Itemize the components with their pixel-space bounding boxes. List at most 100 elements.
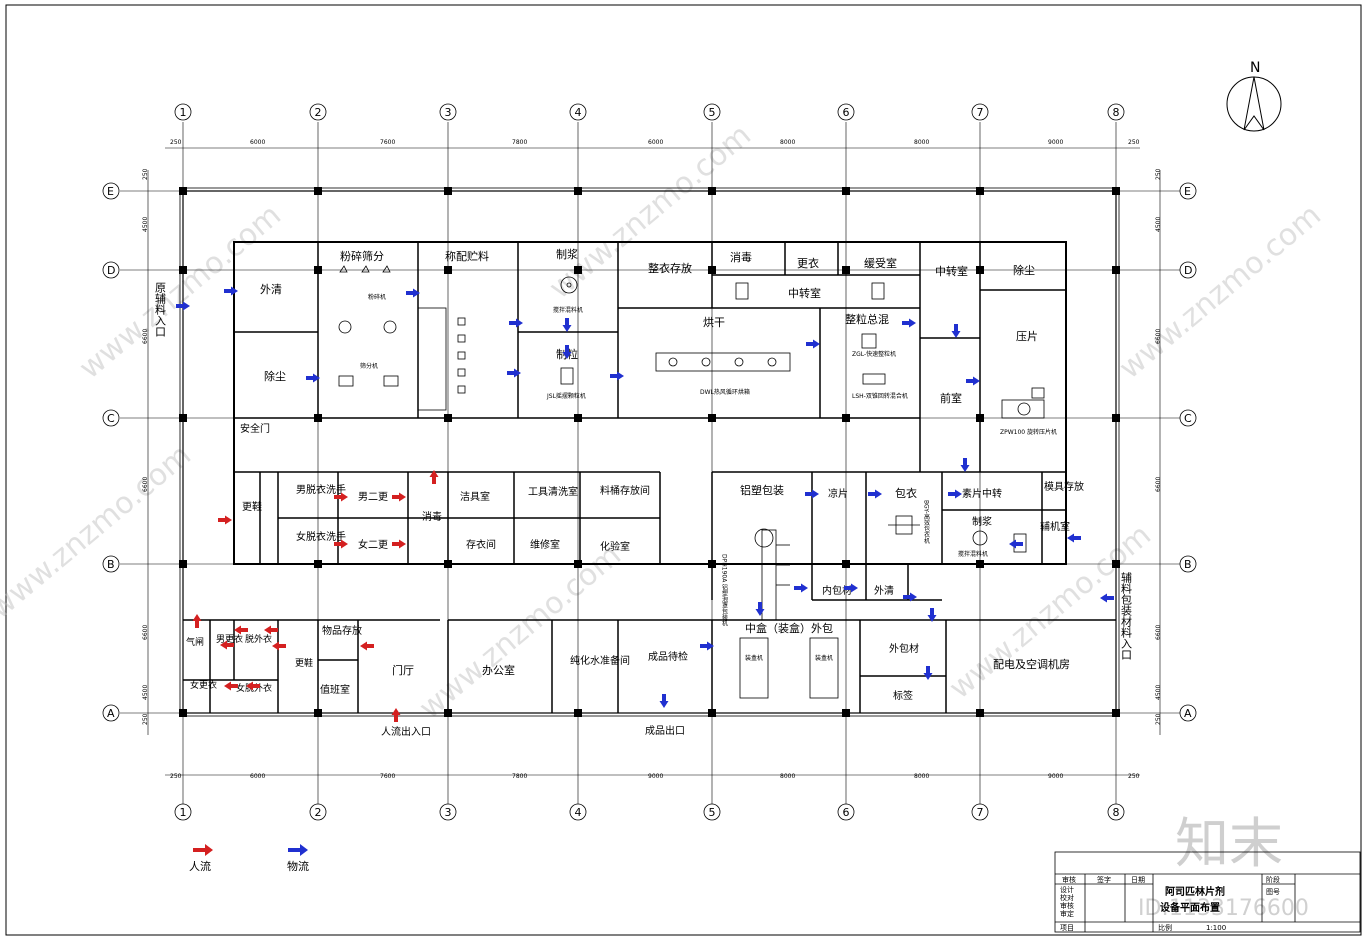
axis-bubble-row: D xyxy=(102,261,120,279)
axis-bubble-col: 3 xyxy=(439,803,457,821)
dim-side-right: 250 xyxy=(1155,168,1162,180)
tablet-press-icon xyxy=(1001,387,1045,419)
axis-col-label: 3 xyxy=(445,106,452,119)
svg-text:男二更: 男二更 xyxy=(358,491,388,503)
mixer-icon xyxy=(862,373,886,385)
svg-text:日期: 日期 xyxy=(1131,876,1145,884)
svg-text:审核: 审核 xyxy=(1062,875,1076,884)
material-flow-arrow-icon xyxy=(948,489,962,499)
svg-text:设计: 设计 xyxy=(1060,885,1074,894)
svg-text:设备平面布置: 设备平面布置 xyxy=(1160,901,1220,914)
svg-text:物品存放: 物品存放 xyxy=(322,624,362,637)
column xyxy=(179,266,187,274)
axis-col-label: 5 xyxy=(709,106,716,119)
svg-text:凉片: 凉片 xyxy=(828,487,848,500)
column xyxy=(842,187,850,195)
svg-text:铝塑包装: 铝塑包装 xyxy=(740,483,784,497)
svg-text:内包材: 内包材 xyxy=(822,584,852,597)
column xyxy=(976,414,984,422)
material-flow-arrow-icon xyxy=(902,318,916,328)
dim-bottom: 250 xyxy=(170,773,182,780)
person-flow-arrow-icon xyxy=(192,614,202,628)
svg-text:纯化水准备间: 纯化水准备间 xyxy=(570,654,630,667)
column xyxy=(708,266,716,274)
axis-bubble-row: B xyxy=(102,555,120,573)
axis-col-label: 7 xyxy=(977,806,984,819)
column xyxy=(976,187,984,195)
dim-side-right: 6600 xyxy=(1155,477,1162,492)
svg-text:存衣间: 存衣间 xyxy=(466,538,496,551)
dim-bottom: 8000 xyxy=(914,773,929,780)
svg-text:女脱衣洗手: 女脱衣洗手 xyxy=(296,530,346,543)
svg-text:物流: 物流 xyxy=(287,859,309,873)
column xyxy=(1112,187,1120,195)
svg-text:审核: 审核 xyxy=(1060,901,1074,910)
axis-row-label: A xyxy=(1184,707,1192,720)
svg-text:缓受室: 缓受室 xyxy=(864,256,897,270)
structural-columns xyxy=(179,187,1120,717)
svg-text:成品待检: 成品待检 xyxy=(648,650,688,663)
axis-row-label: C xyxy=(107,412,115,425)
room-labels: 外清 除尘 粉碎筛分 称配贮料 制浆 整衣存放 消毒 更衣 缓受室 中转室 中转… xyxy=(154,247,1133,738)
svg-text:JSL摇摆颗粒机: JSL摇摆颗粒机 xyxy=(546,392,586,400)
svg-text:维修室: 维修室 xyxy=(530,538,560,551)
axis-bubble-col: 6 xyxy=(837,803,855,821)
svg-text:工具清洗室: 工具清洗室 xyxy=(528,485,578,498)
person-flow-arrow-icon xyxy=(429,470,439,484)
watermark: www.znzmo.com www.znzmo.com www.znzmo.co… xyxy=(0,118,1328,921)
svg-text:装盒机: 装盒机 xyxy=(745,654,763,662)
person-flow-arrow-icon xyxy=(246,681,260,691)
north-compass: N xyxy=(1226,60,1282,132)
axis-row-label: C xyxy=(1184,412,1192,425)
material-flow-arrow-icon xyxy=(610,371,624,381)
material-flow-arrow-icon xyxy=(794,583,808,593)
person-flow-arrow-icon xyxy=(193,844,213,856)
dim-side: 6600 xyxy=(142,625,149,640)
svg-text:压片: 压片 xyxy=(1016,330,1038,343)
equipment-labels: 粉碎机 筛分机 搅拌混料机 JSL摇摆颗粒机 DWL热风循环烘箱 ZGL-快速整… xyxy=(360,293,1057,662)
axis-col-label: 4 xyxy=(575,106,582,119)
axis-bubble-row: D xyxy=(1179,261,1197,279)
column xyxy=(976,266,984,274)
axis-bubble-col: 3 xyxy=(439,103,457,121)
column xyxy=(179,709,187,717)
person-flow-arrow-icon xyxy=(224,681,238,691)
coating-machine-icon xyxy=(888,515,920,535)
svg-text:外清: 外清 xyxy=(260,283,282,296)
axis-row-label: E xyxy=(1184,185,1191,198)
dimension-lines xyxy=(147,147,1161,776)
column xyxy=(708,414,716,422)
dim-bottom: 7800 xyxy=(512,773,527,780)
svg-text:N: N xyxy=(1250,60,1260,76)
material-flow-arrow-icon xyxy=(755,602,765,616)
svg-text:制浆: 制浆 xyxy=(972,515,992,528)
cartoning-machine-icon xyxy=(739,637,839,699)
svg-text:洁具室: 洁具室 xyxy=(460,490,490,503)
svg-text:脱外衣: 脱外衣 xyxy=(245,633,272,645)
oven-icon xyxy=(655,352,791,372)
dim-top: 9000 xyxy=(1048,139,1063,146)
dim-side-right: 6600 xyxy=(1155,329,1162,344)
svg-text:www.znzmo.com: www.znzmo.com xyxy=(1113,198,1328,387)
svg-text:女二更: 女二更 xyxy=(358,538,388,551)
column xyxy=(179,414,187,422)
svg-text:气闸: 气闸 xyxy=(186,636,204,648)
column xyxy=(574,414,582,422)
material-flow-arrow-icon xyxy=(844,583,858,593)
material-flow-arrow-icon xyxy=(923,666,933,680)
axis-col-label: 6 xyxy=(843,106,850,119)
svg-text:阶段: 阶段 xyxy=(1266,875,1280,884)
svg-text:校对: 校对 xyxy=(1060,893,1074,902)
person-flow-arrow-icon xyxy=(234,625,248,635)
axis-col-label: 8 xyxy=(1113,806,1120,819)
axis-bubble-col: 1 xyxy=(174,103,192,121)
column xyxy=(444,709,452,717)
svg-text:辅机室: 辅机室 xyxy=(1040,520,1070,533)
column xyxy=(708,187,716,195)
axis-row-label: E xyxy=(107,185,114,198)
person-flow-arrow-icon xyxy=(392,539,406,549)
svg-text:安全门: 安全门 xyxy=(240,422,270,435)
person-flow-arrow-icon xyxy=(391,708,401,722)
